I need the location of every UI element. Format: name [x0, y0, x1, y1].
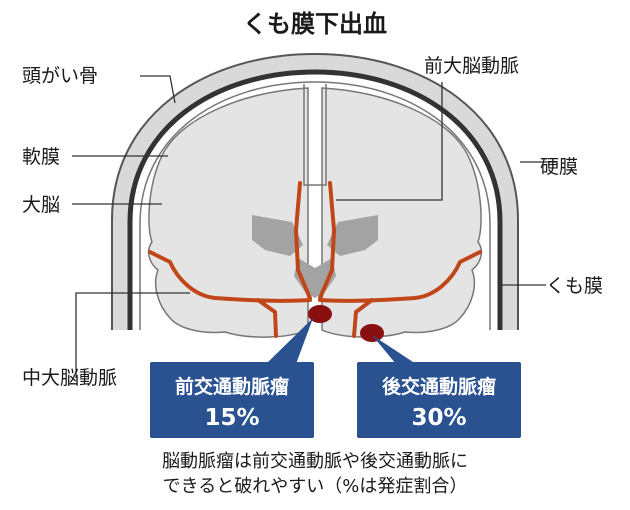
left-hemisphere: [147, 87, 309, 338]
leader-aca: [336, 82, 443, 201]
posterior-box-title: 後交通動脈瘤: [382, 375, 496, 398]
posterior-communicating-aneurysm: [360, 324, 384, 342]
right-ventricle: [327, 215, 378, 256]
label-arachnoid: くも膜: [546, 275, 603, 297]
anterior-communicating-box: [150, 362, 314, 438]
label-skull: 頭がい骨: [22, 65, 98, 87]
right-mca-branch: [352, 298, 374, 338]
left-anterior-cerebral-artery: [294, 181, 312, 300]
pointer-posterior: [372, 335, 416, 364]
footnote-line-1: 脳動脈瘤は前交通動脈や後交通動脈に: [162, 451, 468, 472]
label-cerebrum: 大脳: [22, 194, 60, 216]
falx: [303, 84, 327, 186]
left-ventricle: [252, 215, 303, 256]
leader-mca: [75, 292, 190, 378]
left-mca-branch: [256, 298, 278, 338]
label-middle-cerebral-artery: 中大脳動脈: [22, 367, 117, 389]
leader-skull: [140, 75, 176, 104]
label-dura: 硬膜: [540, 156, 578, 178]
anterior-communicating-aneurysm: [308, 305, 332, 323]
footnote-line-2: できると破れやすい（%は発症割合）: [163, 476, 468, 497]
skull: [112, 53, 518, 330]
left-middle-cerebral-artery: [148, 250, 312, 303]
label-pia: 軟膜: [22, 146, 60, 168]
arachnoid-line: [139, 81, 491, 330]
skull-outline: [111, 52, 519, 330]
right-middle-cerebral-artery: [318, 250, 482, 303]
arteries: [148, 181, 482, 338]
anterior-box-title: 前交通動脈瘤: [175, 375, 289, 398]
dura-line: [127, 69, 503, 330]
pointer-anterior: [266, 318, 313, 364]
leader-lines: [72, 75, 556, 378]
anterior-box-percent: 15%: [204, 405, 259, 431]
posterior-box-percent: 30%: [411, 405, 466, 431]
posterior-communicating-box: [357, 362, 521, 438]
label-anterior-cerebral-artery: 前大脳動脈: [424, 55, 519, 77]
diagram-title: くも膜下出血: [243, 10, 387, 38]
right-anterior-cerebral-artery: [318, 181, 336, 300]
